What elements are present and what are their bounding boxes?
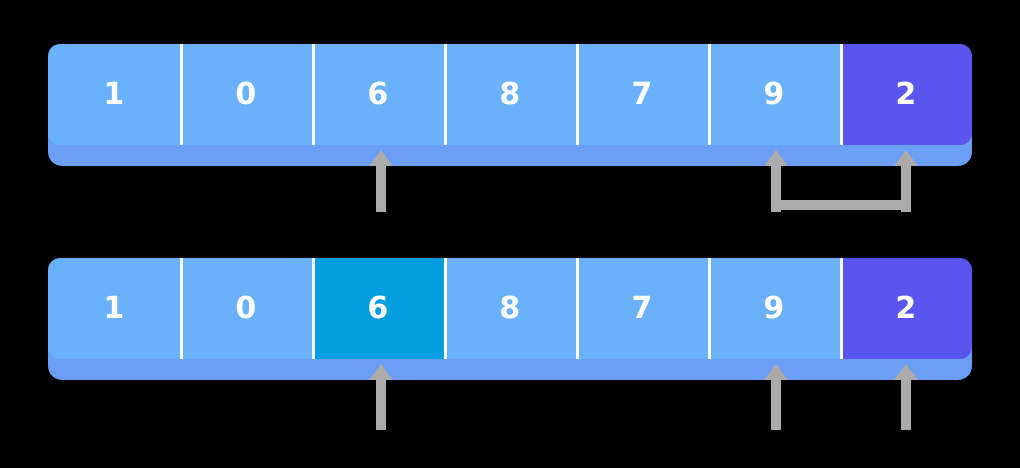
arrow-shaft: [376, 164, 386, 212]
arrow-up-icon: [894, 364, 918, 380]
array-cell-value: 6: [367, 291, 389, 326]
array-cell-value: 9: [763, 291, 785, 326]
arrow-shaft: [771, 164, 781, 212]
arrow-shaft: [901, 164, 911, 212]
array-cell-value: 1: [103, 77, 125, 112]
array-cell[interactable]: 9: [708, 44, 840, 145]
array-cell-value: 0: [235, 291, 257, 326]
array-cell-value: 6: [367, 77, 389, 112]
array-cell[interactable]: 8: [444, 258, 576, 359]
array-cell[interactable]: 6: [312, 258, 444, 359]
array-cell-value: 2: [895, 291, 917, 326]
array-cell-value: 7: [631, 77, 653, 112]
array-cell-value: 2: [895, 77, 917, 112]
array-cell[interactable]: 0: [180, 44, 312, 145]
arrow-up-icon: [764, 364, 788, 380]
array-cell[interactable]: 9: [708, 258, 840, 359]
array-cell[interactable]: 6: [312, 44, 444, 145]
array-row-2: 1 0 6 8 7 9 2: [48, 258, 972, 380]
array-row-1: 1 0 6 8 7 9 2: [48, 44, 972, 166]
array-cells: 1 0 6 8 7 9 2: [48, 258, 972, 359]
arrow-shaft: [771, 378, 781, 430]
array-cell[interactable]: 8: [444, 44, 576, 145]
arrow-up-icon: [764, 150, 788, 166]
array-cell[interactable]: 0: [180, 258, 312, 359]
arrow-up-icon: [894, 150, 918, 166]
array-cell[interactable]: 2: [840, 258, 972, 359]
array-cell[interactable]: 7: [576, 258, 708, 359]
arrow-up-icon: [369, 364, 393, 380]
array-cell-value: 8: [499, 291, 521, 326]
array-cell-value: 8: [499, 77, 521, 112]
array-cell[interactable]: 1: [48, 258, 180, 359]
array-cell[interactable]: 7: [576, 44, 708, 145]
array-cell-value: 1: [103, 291, 125, 326]
array-cell-value: 7: [631, 291, 653, 326]
array-cells: 1 0 6 8 7 9 2: [48, 44, 972, 145]
arrow-shaft: [376, 378, 386, 430]
array-cell[interactable]: 2: [840, 44, 972, 145]
arrow-up-icon: [369, 150, 393, 166]
array-cell-value: 9: [763, 77, 785, 112]
array-cell[interactable]: 1: [48, 44, 180, 145]
array-cell-value: 0: [235, 77, 257, 112]
pointer-link-j-pivot: [771, 162, 911, 210]
arrow-shaft: [901, 378, 911, 430]
